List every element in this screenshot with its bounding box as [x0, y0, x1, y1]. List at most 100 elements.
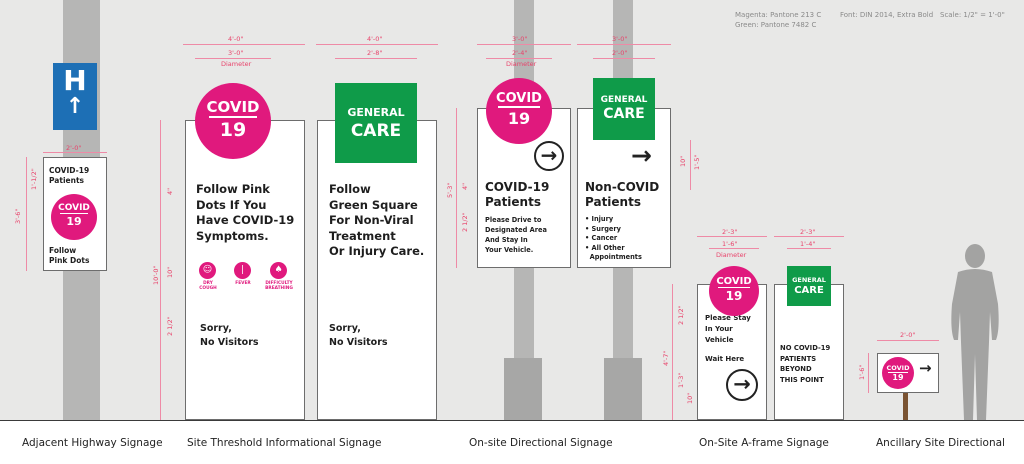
- ancillary-stake: [903, 392, 908, 420]
- lungs-icon: ♠: [270, 262, 287, 279]
- directional-covid-base: [504, 358, 542, 420]
- symptom-label: DIFFICULTY BREATHING: [265, 281, 293, 291]
- aframe-general-body: NO COVID-19 PATIENTS BEYOND THIS POINT: [780, 344, 831, 384]
- dim-line: [690, 140, 691, 190]
- dim-aframe-dot-label: Diameter: [716, 251, 747, 259]
- dot-19-text: 19: [219, 119, 247, 141]
- dim-directional-dot-label: Diameter: [506, 60, 537, 68]
- dim-aframe-outer: 2'-3": [722, 228, 738, 236]
- square-general-text: GENERAL: [600, 95, 648, 105]
- ancillary-panel: COVID 19 →: [877, 353, 939, 393]
- note-green: Green: Pantone 7482 C: [735, 21, 817, 29]
- dim-threshold-text1: 4": [166, 187, 174, 195]
- dim-threshold-outer: 4'-0": [228, 35, 244, 43]
- dot-covid-text: COVID: [206, 98, 260, 116]
- dim-threshold-height: 10'-0": [152, 265, 160, 285]
- threshold-general-panel: Follow Green Square For Non-Viral Treatm…: [317, 120, 437, 420]
- bullet-item: • Surgery: [585, 224, 621, 233]
- dim-directional-height: 5'-3": [446, 182, 454, 198]
- ground-line: [0, 420, 1024, 464]
- directional-covid-title: COVID-19 Patients: [485, 180, 550, 209]
- dim-line: [697, 236, 767, 237]
- arrow-right-icon: →: [726, 369, 758, 401]
- hospital-h-letter: H: [63, 64, 87, 97]
- note-scale: Scale: 1/2" = 1'-0": [940, 11, 1005, 19]
- dim-threshold-general-outer: 4'-0": [367, 35, 383, 43]
- dot-19-text: 19: [507, 109, 531, 128]
- dim-highway-height: 3'-6": [14, 208, 22, 224]
- symptom-label: DRY COUGH: [199, 281, 217, 291]
- dim-line: [26, 157, 27, 271]
- dim-threshold-general-sq: 2'-8": [367, 49, 383, 57]
- directional-general-base: [604, 358, 642, 420]
- caption-directional: On-site Directional Signage: [469, 437, 613, 449]
- highway-covid-dot: COVID 19: [51, 194, 97, 240]
- dim-aframe-general-outer: 2'-3": [800, 228, 816, 236]
- dim-threshold-dot-label: Diameter: [221, 60, 252, 68]
- highway-panel: COVID-19 Patients COVID 19 Follow Pink D…: [43, 157, 107, 271]
- dim-line: [43, 152, 107, 153]
- dim-aframe-general-sq: 1'-4": [800, 240, 816, 248]
- aframe-general-square: GENERAL CARE: [787, 266, 831, 306]
- dim-line: [456, 108, 457, 268]
- dot-rule: [60, 213, 88, 214]
- dim-directional-arrow2: 10": [679, 155, 687, 167]
- dim-aframe-text3: 10": [686, 392, 694, 404]
- directional-general-title: Non-COVID Patients: [585, 180, 660, 209]
- dim-line: [486, 58, 552, 59]
- dim-line: [787, 248, 831, 249]
- hospital-sign: H ↑: [53, 63, 97, 130]
- threshold-general-body: Follow Green Square For Non-Viral Treatm…: [329, 182, 425, 258]
- dot-rule: [209, 116, 257, 118]
- dot-covid-text: COVID: [496, 91, 542, 106]
- caption-threshold: Site Threshold Informational Signage: [187, 437, 382, 449]
- dim-directional-dot: 2'-4": [512, 49, 528, 57]
- dim-line: [477, 44, 571, 45]
- symptom-label: FEVER: [235, 281, 251, 286]
- dim-ancillary-width: 2'-0": [900, 331, 916, 339]
- dot-rule: [888, 372, 908, 373]
- threshold-covid-footer: Sorry, No Visitors: [200, 323, 259, 348]
- square-general-text: GENERAL: [792, 276, 826, 284]
- dot-rule: [498, 106, 540, 108]
- dim-line: [335, 58, 417, 59]
- caption-highway: Adjacent Highway Signage: [22, 437, 163, 449]
- arrow-right-icon: →: [631, 141, 652, 170]
- highway-bottom-text: Follow Pink Dots: [49, 246, 90, 265]
- square-care-text: CARE: [794, 285, 824, 296]
- dim-line: [672, 284, 673, 420]
- cough-icon: ☺: [199, 262, 216, 279]
- arrow-right-icon: →: [919, 359, 932, 377]
- dim-directional-arrow: 1'-5": [693, 154, 701, 170]
- fever-thermometer-icon: |: [234, 262, 251, 279]
- threshold-covid-panel: Follow Pink Dots If You Have COVID-19 Sy…: [185, 120, 305, 420]
- dot-19-text: 19: [66, 215, 82, 228]
- bullet-item: • All Other Appointments: [585, 243, 642, 262]
- dim-highway-width: 2'-0": [66, 144, 82, 152]
- dot-covid-text: COVID: [886, 364, 910, 372]
- square-care-text: CARE: [350, 121, 402, 141]
- directional-covid-body: Please Drive to Designated Area And Stay…: [485, 216, 547, 254]
- dot-covid-text: COVID: [58, 203, 90, 213]
- dot-19-text: 19: [725, 289, 743, 303]
- dim-directional-text1: 4": [461, 182, 469, 190]
- dim-line: [160, 120, 161, 420]
- dim-directional-general-sq: 2'-0": [612, 49, 628, 57]
- dim-line: [593, 58, 655, 59]
- dim-aframe-height: 4'-7": [662, 350, 670, 366]
- dim-highway-dot: 1'-1/2": [30, 168, 38, 190]
- dim-line: [868, 353, 869, 393]
- aframe-covid-dot: COVID 19: [709, 266, 759, 316]
- note-magenta: Magenta: Pantone 213 C: [735, 11, 822, 19]
- dot-19-text: 19: [892, 373, 904, 382]
- dim-line: [316, 44, 438, 45]
- dim-threshold-text3: 2 1/2": [166, 316, 174, 336]
- square-care-text: CARE: [603, 106, 645, 122]
- threshold-covid-body: Follow Pink Dots If You Have COVID-19 Sy…: [196, 182, 295, 243]
- bullet-item: • Cancer: [585, 234, 618, 242]
- caption-aframe: On-Site A-frame Signage: [699, 437, 829, 449]
- threshold-general-square: GENERAL CARE: [335, 83, 417, 163]
- dim-line: [195, 58, 271, 59]
- dim-ancillary-height: 1'-6": [858, 364, 866, 380]
